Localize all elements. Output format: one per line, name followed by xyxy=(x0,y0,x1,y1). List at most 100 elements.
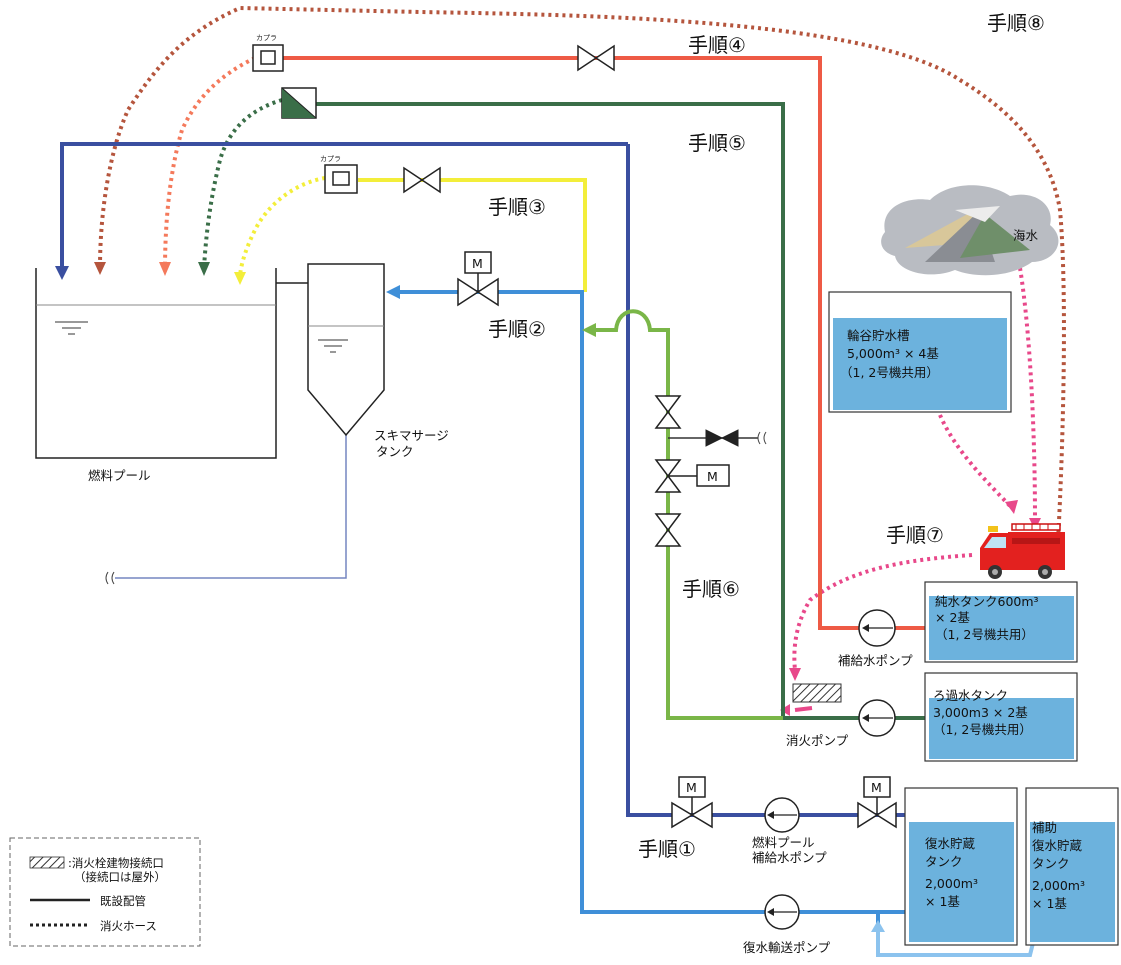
step-5-label: 手順⑤ xyxy=(688,131,746,155)
filtered-water-tank xyxy=(924,672,1078,762)
skimmer-level-mark xyxy=(318,339,348,353)
motor-valve-green: M xyxy=(654,459,730,493)
hose-wadani-to-truck xyxy=(938,414,1014,510)
arrowhead-yellow xyxy=(234,272,246,285)
condensate-line-4: 2,000m³ xyxy=(925,876,978,891)
drain-mark xyxy=(105,571,115,585)
filtered-line-2: 3,000m3 × 2基 xyxy=(933,705,1028,720)
condensate-line-1: 復水貯蔵 xyxy=(925,836,976,851)
skimmer-label-1: スキマサージ xyxy=(374,428,449,443)
arrowhead-aux xyxy=(871,920,885,932)
hose-step4 xyxy=(163,56,256,271)
condensate-line-5: × 1基 xyxy=(925,894,960,909)
motor-label: M xyxy=(472,256,483,271)
check-valve-step5 xyxy=(281,87,317,119)
aux-condensate-tank xyxy=(1025,787,1119,946)
step-2-label: 手順② xyxy=(488,317,546,341)
valve-step4 xyxy=(577,44,615,72)
wadani-tank xyxy=(828,291,1012,413)
filtered-line-3: （1, 2号機共用） xyxy=(933,722,1032,737)
step-3-label: 手順③ xyxy=(488,195,546,219)
pool-pump-label-1: 燃料プール xyxy=(752,835,815,850)
hydrant-connection xyxy=(792,683,842,703)
skimmer-drain-line xyxy=(115,435,347,579)
pure-line-3: （1, 2号機共用） xyxy=(935,627,1034,642)
hose-step3 xyxy=(238,176,326,279)
step-1-label: 手順① xyxy=(638,837,696,861)
hose-step5 xyxy=(202,98,283,269)
wadani-line-3: （1, 2号機共用） xyxy=(840,365,939,380)
hose-seawater-to-truck xyxy=(1018,267,1037,521)
arrowhead-green-light xyxy=(582,323,596,337)
coupler-step4: カプラ xyxy=(252,34,284,72)
step-6-label: 手順⑥ xyxy=(682,577,740,601)
makeup-pump-label: 補給水ポンプ xyxy=(838,653,913,668)
fuel-pool xyxy=(35,268,277,459)
step-7-label: 手順⑦ xyxy=(886,523,944,547)
filtered-line-1: ろ過水タンク xyxy=(933,688,1008,703)
motor-label: M xyxy=(686,780,697,795)
seawater-image xyxy=(881,185,1059,276)
valve-green-1 xyxy=(654,395,682,429)
pipe-step5-green xyxy=(316,102,925,720)
fire-truck xyxy=(980,523,1065,579)
aux-line-6: × 1基 xyxy=(1032,896,1067,911)
fuel-pool-label: 燃料プール xyxy=(88,468,151,483)
fire-pump-label: 消火ポンプ xyxy=(786,733,849,748)
skimmer-tank xyxy=(307,263,385,437)
condensate-transfer-pump xyxy=(764,894,800,930)
makeup-water-pump xyxy=(858,609,896,647)
pipe-step1-blue xyxy=(60,142,905,817)
arrowhead-blue-dark xyxy=(55,266,69,280)
coupler-label-top: カプラ xyxy=(256,34,277,42)
pure-water-tank xyxy=(924,581,1078,663)
arrowhead-pink-3 xyxy=(789,668,801,681)
legend-pipe-text: 既設配管 xyxy=(100,894,146,908)
pure-line-1: 純水タンク600m³ xyxy=(935,594,1039,609)
arrowhead-pink-1 xyxy=(1005,500,1018,514)
fire-pump xyxy=(858,699,896,737)
pool-makeup-pump xyxy=(764,797,800,833)
pure-line-2: × 2基 xyxy=(935,610,970,625)
pool-pump-label-2: 補給水ポンプ xyxy=(752,850,827,865)
arrowhead-salmon xyxy=(159,262,171,276)
step-4-label: 手順④ xyxy=(688,33,746,57)
hose-step7 xyxy=(792,553,973,671)
arrowhead-blue-light xyxy=(386,285,400,299)
hose-step7-tail xyxy=(794,706,813,712)
legend: :消火栓建物接続口 （接続口は屋外） 既設配管 消火ホース xyxy=(9,837,201,947)
legend-hydrant-swatch xyxy=(29,856,65,869)
wadani-line-1: 輪谷貯水槽 xyxy=(847,328,910,343)
valve-step3 xyxy=(403,166,441,194)
step-8-label: 手順⑧ xyxy=(987,11,1045,35)
legend-hydrant-text-1: :消火栓建物接続口 xyxy=(68,856,164,870)
coupler-step3: カプラ xyxy=(320,155,358,194)
arrowhead-brown xyxy=(94,262,106,275)
legend-hose-text: 消火ホース xyxy=(100,919,157,933)
valve-green-3 xyxy=(654,513,682,547)
legend-hydrant-text-2: （接続口は屋外） xyxy=(74,870,166,884)
condensate-line-2: タンク xyxy=(925,854,963,869)
motor-valve-step1-left: M xyxy=(671,776,713,829)
check-valve-branch xyxy=(705,429,739,447)
motor-label: M xyxy=(707,469,718,484)
skimmer-label-2: タンク xyxy=(376,444,414,459)
aux-line-5: 2,000m³ xyxy=(1032,878,1085,893)
pipe-step6-green xyxy=(595,309,783,720)
pipe-step3-yellow xyxy=(358,178,587,292)
branch-drain-mark xyxy=(757,431,767,445)
condensate-storage-tank xyxy=(904,787,1018,946)
motor-valve-step1-right: M xyxy=(857,776,897,829)
transfer-pump-label: 復水輸送ポンプ xyxy=(743,940,831,955)
aux-line-2: 復水貯蔵 xyxy=(1032,838,1083,853)
motor-valve-step2: M xyxy=(457,251,499,307)
coupler-label-mid: カプラ xyxy=(320,155,341,163)
aux-line-3: タンク xyxy=(1032,856,1070,871)
aux-line-1: 補助 xyxy=(1032,820,1057,835)
motor-label: M xyxy=(871,780,882,795)
wadani-line-2: 5,000m³ × 4基 xyxy=(847,346,939,361)
arrowhead-green xyxy=(198,262,210,276)
pool-level-mark xyxy=(55,321,88,335)
